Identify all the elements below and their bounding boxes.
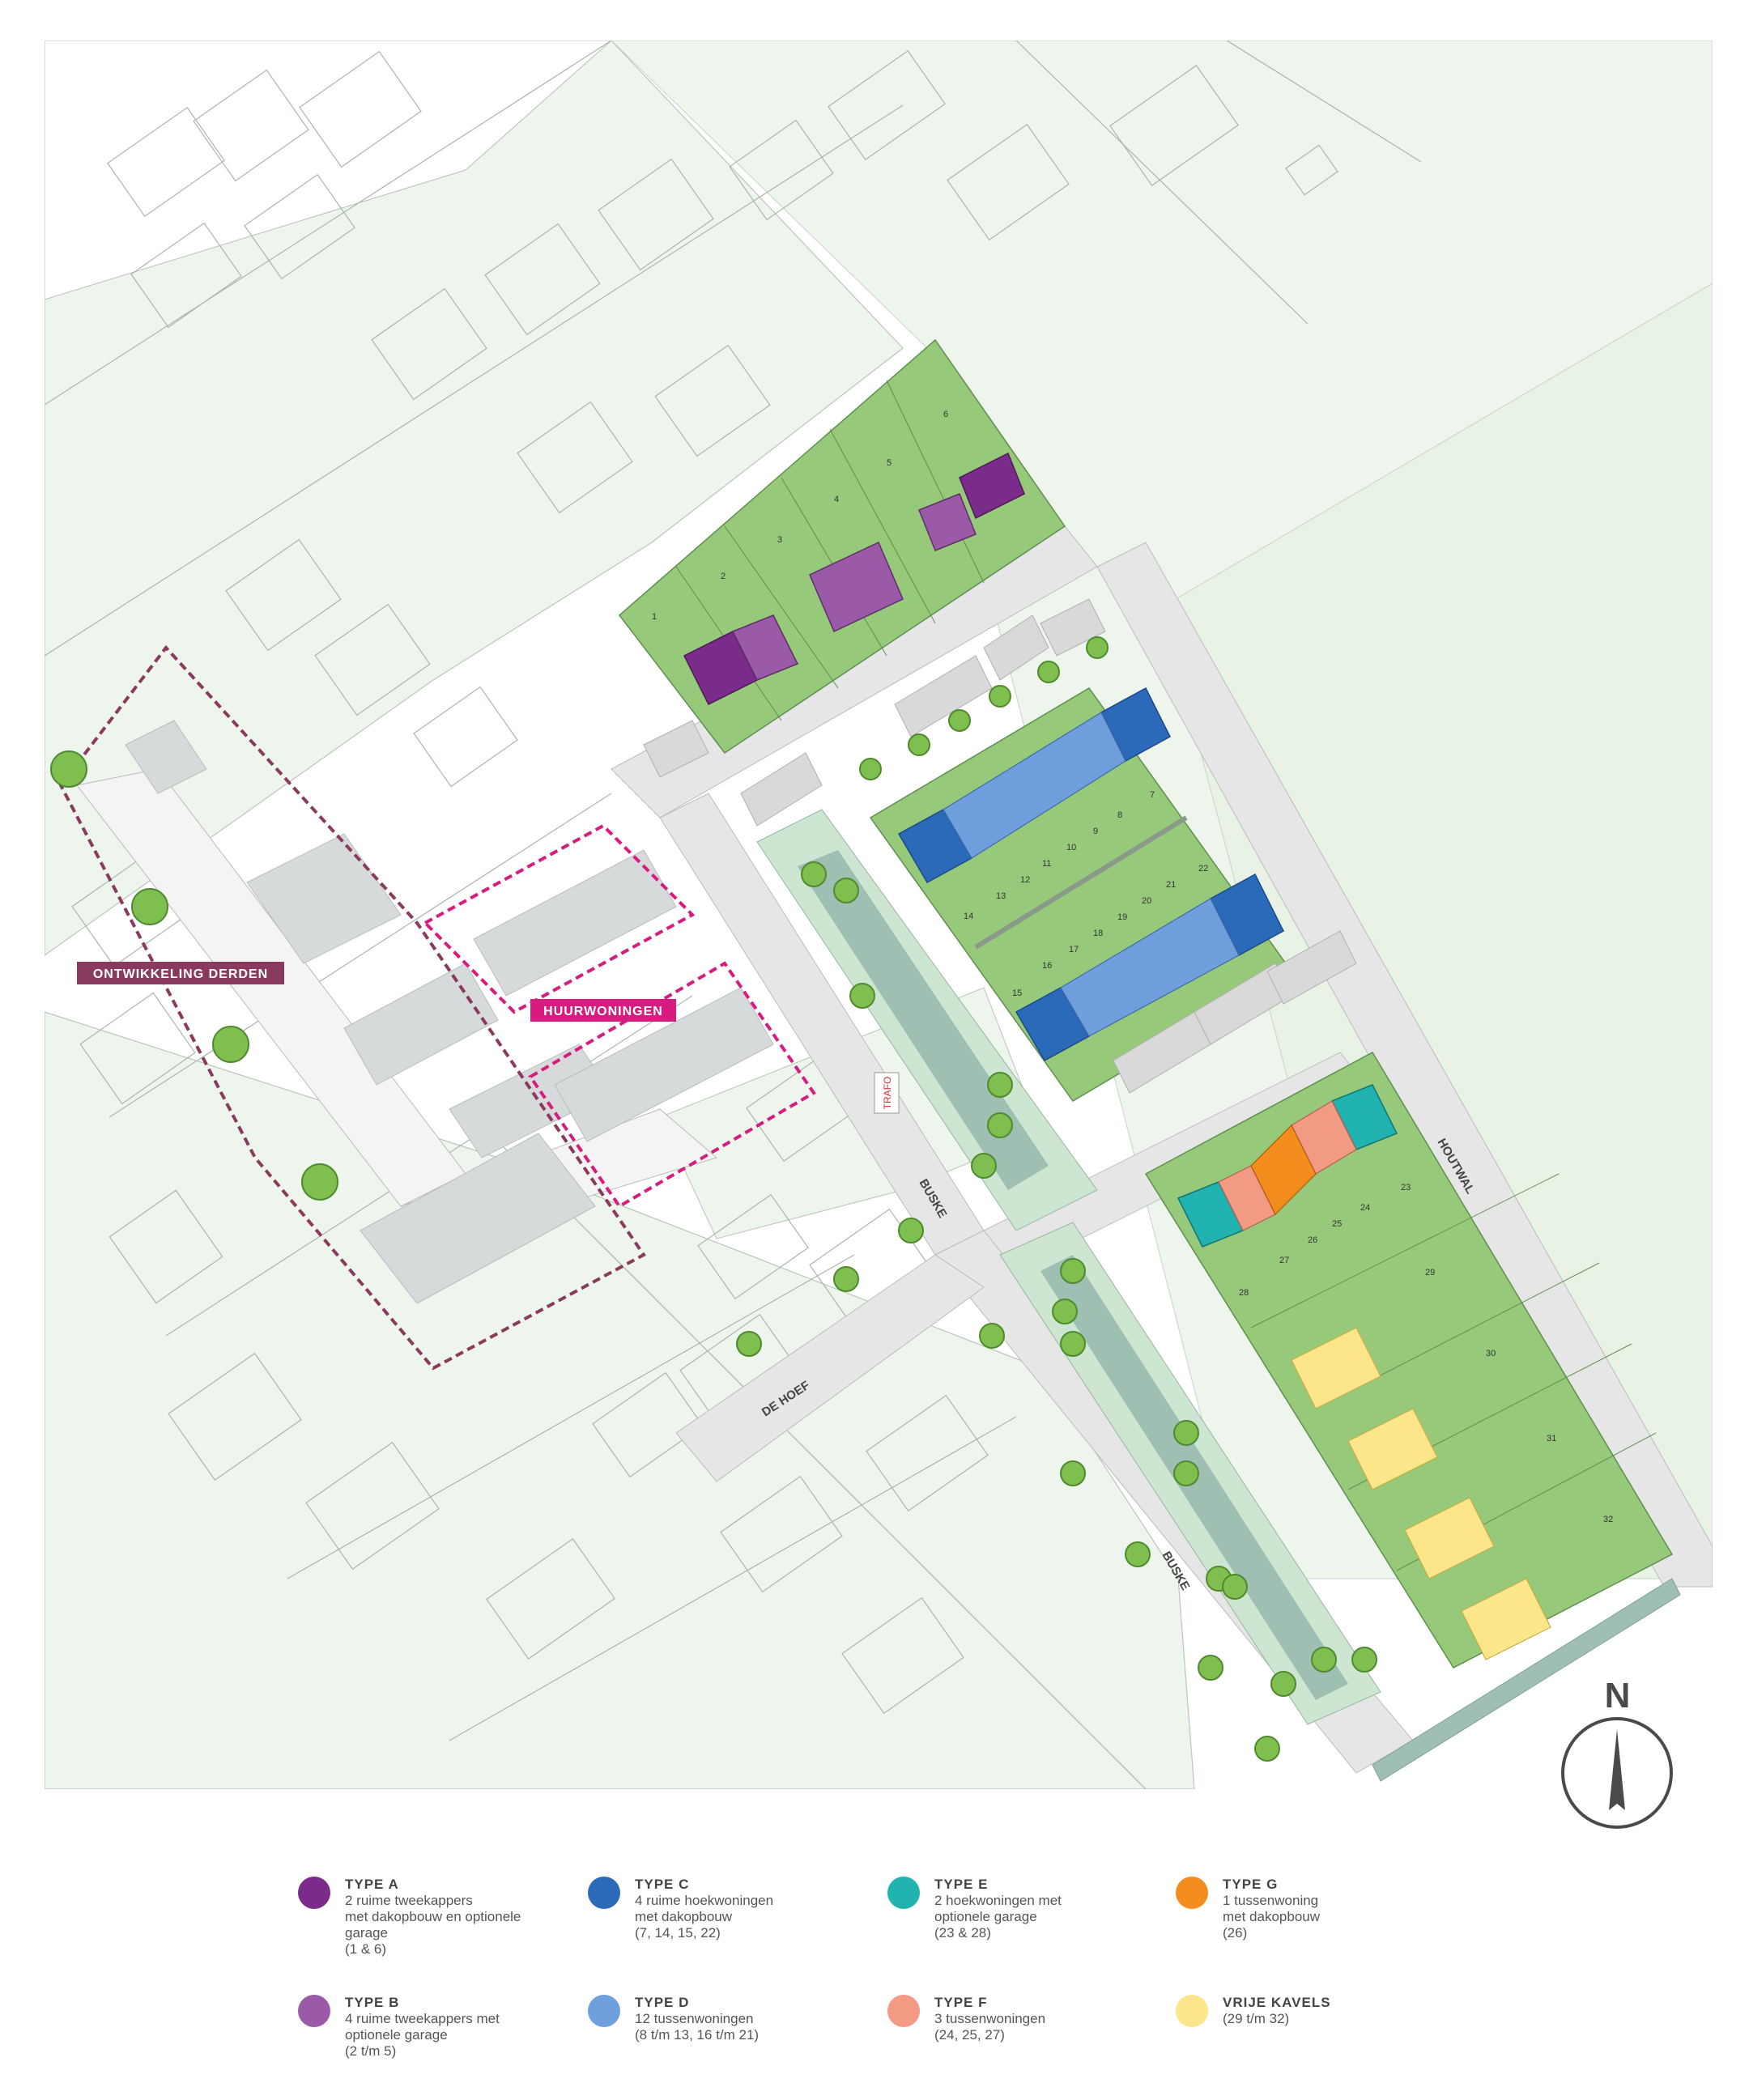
ontwikkeling-label: ONTWIKKELING DERDEN [93,967,268,981]
houses-type-d [943,712,1240,1037]
legend-desc: 2 hoekwoningen met optionele garage [934,1893,1062,1924]
legend-plots: (26) [1223,1925,1248,1941]
compass-n-label: N [1604,1676,1631,1715]
houses-type-g [1250,1124,1317,1216]
legend-plots: (24, 25, 27) [934,2027,1005,2043]
plot-number: 19 [1117,912,1127,922]
legend-title: VRIJE KAVELS [1223,1995,1331,2010]
plot-number: 15 [1012,988,1022,998]
compass-icon [1561,1717,1673,1829]
ontwikkeling-buildings [125,720,612,1304]
huurwoningen-label: HUURWONINGEN [543,1005,663,1018]
plot-number: 10 [1066,843,1076,852]
plot-number: 14 [964,912,973,921]
water-strip-southeast [1372,1578,1681,1782]
legend-plots: (23 & 28) [934,1925,991,1941]
legend-title: TYPE G [1223,1877,1279,1892]
map-canvas: ONTWIKKELING DERDEN HUURWONINGEN TRAFO B… [45,40,1713,1789]
map-legend: TYPE A 2 ruime tweekappers met dakopbouw… [298,1877,1464,2087]
legend-plots: (8 t/m 13, 16 t/m 21) [635,2027,760,2043]
plot-number: 23 [1401,1183,1411,1192]
legend-desc: 4 ruime hoekwoningen met dakopbouw [635,1893,774,1924]
plot-number: 9 [1093,827,1098,836]
legend-text: TYPE D 12 tussenwoningen (8 t/m 13, 16 t… [635,1995,759,2043]
legend-swatch [298,1877,330,1909]
plot-number: 26 [1308,1235,1317,1245]
legend-plots: (29 t/m 32) [1223,2011,1290,2026]
plot-number: 7 [1150,790,1155,800]
plot-number: 2 [721,572,726,581]
legend-swatch [1176,1877,1208,1909]
legend-title: TYPE F [934,1995,988,2010]
trafo-box [874,1072,900,1114]
legend-text: TYPE F 3 tussenwoningen (24, 25, 27) [934,1995,1045,2043]
plot-numbers: 1 2 3 4 5 6 7 8 9 10 11 12 13 14 15 16 1… [652,410,1613,1524]
plot-number: 21 [1166,880,1176,890]
plot-number: 4 [834,495,839,504]
legend-desc: 4 ruime tweekappers met optionele garage [345,2011,500,2043]
legend-text: TYPE G 1 tussenwoning met dakopbouw (26) [1223,1877,1320,1941]
plot-number: 20 [1142,896,1151,906]
trees [50,636,1377,1762]
legend-desc: 2 ruime tweekappers met dakopbouw en opt… [345,1893,521,1941]
legend-title: TYPE A [345,1877,399,1892]
legend-swatch [298,1995,330,2027]
legend-plots: (1 & 6) [345,1941,387,1957]
legend-text: TYPE B 4 ruime tweekappers met optionele… [345,1995,500,2060]
plot-number: 12 [1020,875,1030,885]
plot-number: 25 [1332,1219,1342,1229]
legend-plots: (7, 14, 15, 22) [635,1925,721,1941]
legend-title: TYPE B [345,1995,400,2010]
legend-title: TYPE E [934,1877,989,1892]
legend-title: TYPE C [635,1877,690,1892]
north-compass: N [1559,1676,1676,1830]
legend-desc: 12 tussenwoningen [635,2011,754,2026]
legend-swatch [887,1877,920,1909]
plot-number: 6 [943,410,948,419]
plot-number: 1 [652,612,657,622]
huurwoningen-buildings [473,849,774,1142]
plot-number: 32 [1603,1515,1613,1524]
legend-title: TYPE D [635,1995,690,2010]
legend-text: VRIJE KAVELS (29 t/m 32) [1223,1995,1331,2027]
legend-text: TYPE A 2 ruime tweekappers met dakopbouw… [345,1877,521,1958]
plot-number: 17 [1069,945,1079,954]
plot-number: 13 [996,891,1006,901]
legend-swatch [887,1995,920,2027]
huurwoningen-boundary-north [422,823,696,1014]
plot-number: 3 [777,535,782,545]
legend-swatch [588,1877,620,1909]
plot-number: 29 [1425,1268,1435,1277]
legend-swatch [588,1995,620,2027]
plot-number: 28 [1239,1288,1249,1298]
plot-number: 16 [1042,961,1052,971]
ontwikkeling-boundary [58,644,646,1371]
houses-type-b [731,493,977,681]
neighborhood-block-north [45,40,904,956]
plot-number: 5 [887,458,892,468]
houses-type-f [1218,1100,1357,1231]
plot-number: 27 [1279,1256,1289,1265]
plot-number: 31 [1547,1434,1556,1443]
huurwoningen-label-bg [530,999,676,1022]
plot-number: 22 [1198,864,1208,874]
houses-type-a [683,452,1025,706]
houses-vrije-kavels [1291,1327,1551,1660]
plot-number: 30 [1486,1349,1496,1358]
plot-number: 18 [1093,929,1103,938]
trafo-label: TRAFO [882,1077,893,1110]
legend-text: TYPE C 4 ruime hoekwoningen met dakopbou… [635,1877,773,1941]
parking-strips [643,598,1357,1094]
ontwikkeling-label-bg [77,962,284,984]
legend-desc: 1 tussenwoning met dakopbouw [1223,1893,1321,1924]
plot-number: 8 [1117,810,1122,820]
upper-left-white-area [45,40,612,300]
legend-text: TYPE E 2 hoekwoningen met optionele gara… [934,1877,1062,1941]
legend-swatch [1176,1995,1208,2027]
plot-number: 11 [1042,859,1051,869]
legend-desc: 3 tussenwoningen [934,2011,1046,2026]
site-plan-map: ONTWIKKELING DERDEN HUURWONINGEN TRAFO B… [45,40,1713,1789]
plot-number: 24 [1360,1203,1370,1213]
legend-plots: (2 t/m 5) [345,2043,397,2059]
